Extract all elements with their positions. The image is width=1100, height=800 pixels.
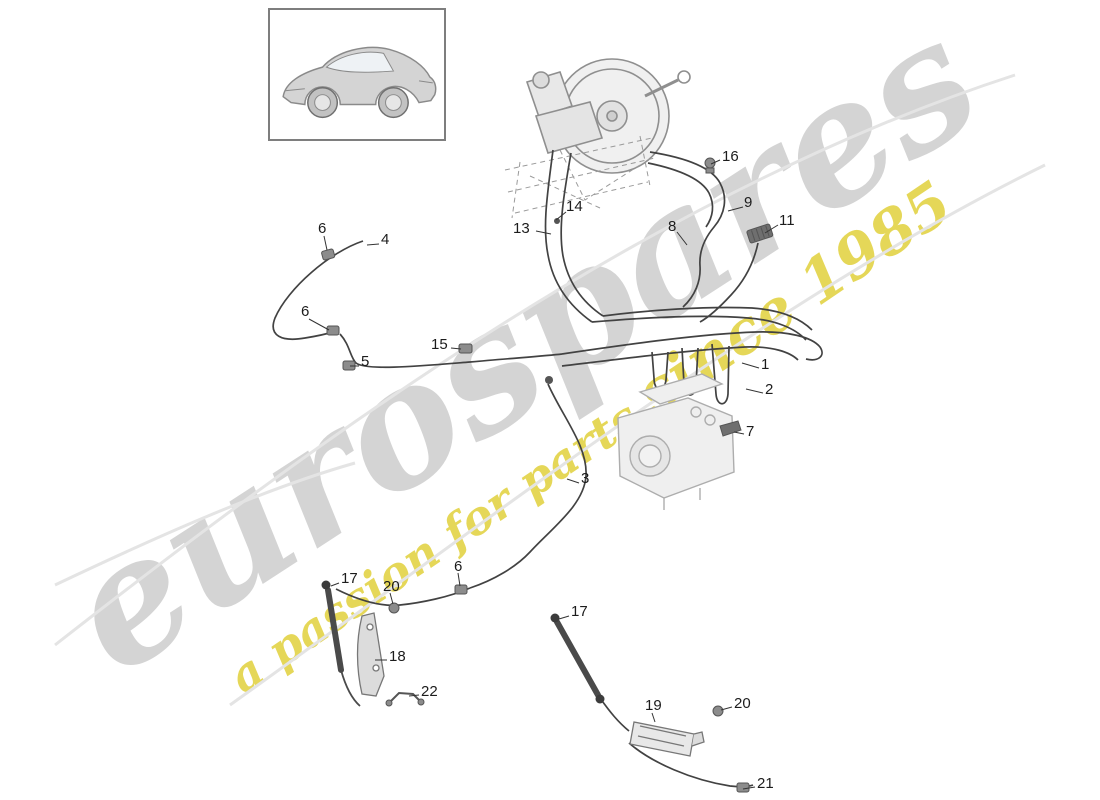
- brake-pipes: [272, 149, 823, 788]
- part-callout-16[interactable]: 16: [722, 148, 739, 165]
- part-callout-14[interactable]: 14: [566, 198, 583, 215]
- brake-booster: [525, 58, 691, 174]
- part-callout-18[interactable]: 18: [389, 648, 406, 665]
- part-callout-6c[interactable]: 6: [454, 558, 463, 575]
- part-callout-20b[interactable]: 20: [734, 695, 751, 712]
- car-side-view-icon: [282, 46, 437, 118]
- part-callout-7[interactable]: 7: [746, 423, 755, 440]
- part-callout-17a[interactable]: 17: [341, 570, 358, 587]
- part-callout-8[interactable]: 8: [668, 218, 677, 235]
- clip-21: [736, 782, 750, 793]
- vehicle-thumbnail: [268, 8, 446, 141]
- part-callout-6a[interactable]: 6: [318, 220, 327, 237]
- part-callout-21[interactable]: 21: [757, 775, 774, 792]
- abs-hydraulic-unit: [617, 373, 735, 510]
- clips-and-bolts: [321, 157, 774, 793]
- clip-6-middle: [326, 325, 340, 336]
- part-callout-19[interactable]: 19: [645, 697, 662, 714]
- connector-11: [746, 223, 774, 244]
- part-callout-17b[interactable]: 17: [571, 603, 588, 620]
- part-callout-4[interactable]: 4: [381, 231, 390, 248]
- bracket-22: [385, 691, 425, 707]
- mounting-outline: [504, 135, 656, 219]
- bracket-19: [629, 721, 705, 757]
- bracket-18: [356, 612, 385, 697]
- clip-6-lower: [454, 584, 468, 595]
- bolt-20-left: [388, 602, 400, 614]
- leader-lines: [308, 159, 779, 790]
- part-callout-13[interactable]: 13: [513, 220, 530, 237]
- part-callout-22[interactable]: 22: [421, 683, 438, 700]
- part-callout-15[interactable]: 15: [431, 336, 448, 353]
- brake-hoses: [321, 580, 605, 707]
- part-callout-11[interactable]: 11: [779, 212, 795, 229]
- bracket-7: [719, 420, 742, 437]
- part-callout-20a[interactable]: 20: [383, 578, 400, 595]
- part-callout-6b[interactable]: 6: [301, 303, 310, 320]
- part-callout-5[interactable]: 5: [361, 353, 370, 370]
- clip-6-upper: [321, 248, 336, 261]
- part-callout-9[interactable]: 9: [744, 194, 753, 211]
- bolt-20-right: [712, 705, 724, 717]
- part-callout-2[interactable]: 2: [765, 381, 774, 398]
- part-callout-1[interactable]: 1: [761, 356, 770, 373]
- part-callout-3[interactable]: 3: [581, 470, 590, 487]
